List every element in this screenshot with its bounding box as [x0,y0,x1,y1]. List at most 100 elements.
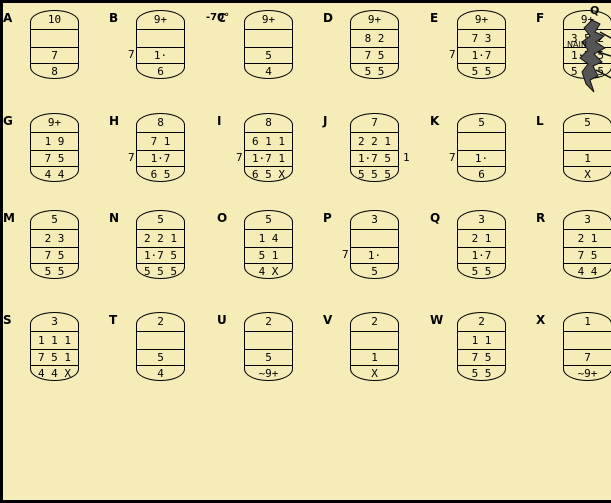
cell-row2-value: 1·7 5 [351,153,398,165]
cell-shape: 86 1 11·7 16 5 X [244,113,293,182]
cell-letter: U [217,313,227,327]
cell-divider [351,365,398,366]
cell-divider [31,150,78,151]
cell-divider [458,150,505,151]
cell-bottom-value: 5 5 5 [137,266,184,278]
cell-divider [458,132,505,133]
cell-row2-value: 5 1 [245,250,292,262]
cell-mid-value: 2 1 [564,233,611,245]
cell-top-value: 5 [564,117,611,129]
cell-letter: F [536,11,544,25]
cell-letter: X [536,313,545,327]
cell-bottom-value: 4 X [245,266,292,278]
cell-top-value: 9+ [245,14,292,26]
cell-shape: 51·6 [457,113,506,182]
cell-divider [351,263,398,264]
cell-mid-value: 7 3 [458,33,505,45]
cell-letter: L [536,114,544,128]
cell-top-value: 3 [351,214,398,226]
cell-mid-value: 2 2 1 [351,136,398,148]
cell-shape: 9+1·6 [136,10,185,79]
cell-q: Q32 11·75 5 [443,203,551,299]
cell-divider [564,331,611,332]
cell-divider [31,263,78,264]
cell-row2-value: 7 [564,352,611,364]
cell-divider [458,247,505,248]
cell-row2-value: 1· [458,153,505,165]
cell-divider [351,331,398,332]
cell-letter: V [323,313,332,327]
cell-divider [31,29,78,30]
cell-row2-value: 7 [31,50,78,62]
cell-letter: P [323,211,332,225]
cell-top-value: 8 [245,117,292,129]
cell-divider [564,263,611,264]
cell-divider [351,29,398,30]
cell-divider [31,229,78,230]
cell-divider [458,47,505,48]
cell-divider [245,229,292,230]
cell-row2-value: 1·7 5 [137,250,184,262]
cell-letter: W [430,313,443,327]
cell-shape: 9+54 [244,10,293,79]
cell-divider [137,132,184,133]
cell-divider [245,247,292,248]
cell-letter: E [430,11,438,25]
cell-top-value: 2 [351,316,398,328]
cell-top-value: 10 [31,14,78,26]
cell-r: R32 17 54 4 [549,203,611,299]
cell-left-value: 7 [128,152,135,164]
cell-row2-value: 7 5 1 [31,352,78,364]
cell-divider [458,63,505,64]
cell-letter: I [217,114,221,128]
cell-shape: 51 45 14 X [244,210,293,279]
cell-top-value: 5 [31,214,78,226]
cell-bottom-value: X [351,368,398,380]
cell-letter: N [109,211,119,225]
cell-divider [31,365,78,366]
cell-top-value: 9+ [137,14,184,26]
cell-divider [31,132,78,133]
cell-bottom-value: 4 [137,368,184,380]
cell-divider [351,247,398,248]
logo: Q NAIN [560,2,611,100]
cell-divider [137,263,184,264]
cell-divider [245,47,292,48]
cell-row2-value: 1·7 [458,250,505,262]
cell-mid-value: 2 1 [458,233,505,245]
cell-mid-value: 1 1 1 [31,335,78,347]
cell-divider [245,349,292,350]
cell-bottom-value: 4 4 X [31,368,78,380]
cell-left-value: 7 [128,49,135,61]
cell-divider [31,63,78,64]
cell-divider [137,150,184,151]
cell-letter: B [109,11,118,25]
cell-bottom-value: 5 5 5 [351,169,398,181]
cell-bottom-value: 6 [137,66,184,78]
cell-row2-value: 1 [564,153,611,165]
cell-o: O51 45 14 X [230,203,338,299]
cell-bottom-value: 5 5 [351,66,398,78]
cell-top-value: 3 [31,316,78,328]
cell-shape: 3 1 1 1 7 5 1 4 4 X [30,312,79,381]
cell-divider [351,63,398,64]
cell-mid-value: 1 9 [31,136,78,148]
cell-divider [245,365,292,366]
cell-bottom-value: ~9+ [245,368,292,380]
cell-bottom-value: 5 5 [31,266,78,278]
cell-divider [137,47,184,48]
cell-divider [351,229,398,230]
cell-row2-value: 1·7 1 [245,153,292,165]
cell-divider [137,365,184,366]
cell-bottom-value: 4 4 [564,266,611,278]
cell-divider [351,349,398,350]
